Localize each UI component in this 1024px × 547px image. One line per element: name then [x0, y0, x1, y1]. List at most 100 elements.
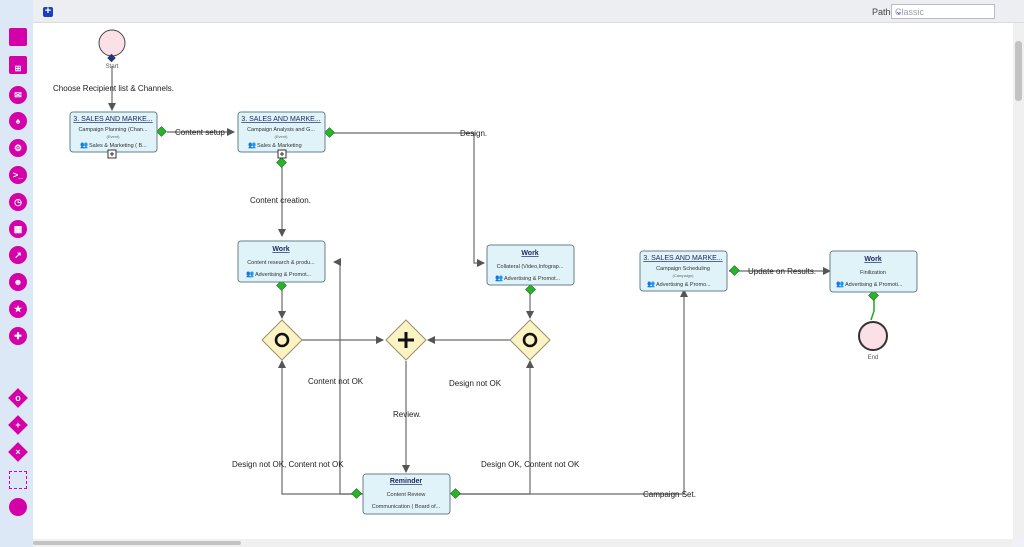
handle-t4 — [525, 284, 536, 295]
flow-t6-to-end — [870, 295, 875, 321]
flow-label: Content not OK — [308, 377, 364, 386]
task-owner: Advertising & Promot... — [255, 272, 312, 278]
task-owner: Advertising & Promot... — [504, 276, 561, 282]
task-subtitle: Campaign Planning (Chan... — [78, 127, 148, 133]
handle-start — [107, 53, 116, 63]
document-add-icon[interactable]: ✚ — [9, 327, 27, 345]
handle-t2-bottom — [276, 157, 287, 168]
robot-icon[interactable]: ☻ — [9, 273, 27, 291]
flow-label: Content setup — [175, 128, 225, 137]
flow-label: Campaign Set. — [643, 490, 696, 499]
terminal-icon[interactable]: >_ — [9, 166, 27, 184]
paths-select[interactable]: Classic ⌄ — [891, 4, 995, 19]
handle-t3 — [276, 280, 287, 291]
people-icon: 👥 — [80, 142, 88, 149]
paths-label: Paths — [872, 7, 896, 17]
start-event-label: Start — [106, 64, 119, 70]
gateway-cancel-icon[interactable]: × — [8, 442, 28, 462]
task-campaign-analysis[interactable]: 3. SALES AND MARKE... Campaign Analysis … — [237, 111, 326, 159]
task-subtitle: Collateral (Video,Infograp... — [497, 264, 564, 270]
gateway-exclusive-left[interactable] — [261, 319, 303, 361]
task-subtitle: Content Review — [387, 492, 426, 498]
task-shape-icon[interactable] — [9, 28, 27, 46]
handle-t2 — [324, 127, 335, 138]
gateway-parallel-icon[interactable]: + — [8, 415, 28, 435]
task-title: Work — [272, 246, 289, 253]
task-title: 3. SALES AND MARKE... — [73, 116, 152, 123]
person-gear-icon[interactable]: ★ — [9, 300, 27, 318]
handle-t6 — [868, 290, 879, 301]
end-event-label: End — [868, 355, 879, 361]
task-kind: (Event) — [275, 134, 289, 139]
end-event-icon[interactable] — [9, 498, 27, 516]
bag-icon[interactable]: ▦ — [9, 220, 27, 238]
task-title: Reminder — [390, 478, 423, 485]
export-icon[interactable]: ↗ — [9, 246, 27, 264]
gateway-exclusive-right[interactable] — [509, 319, 551, 361]
task-content-research[interactable]: Work Content research & produ... 👥 Adver… — [237, 240, 326, 283]
task-content-review[interactable]: Reminder Content Review Communication ( … — [362, 473, 451, 515]
chevron-down-icon: ⌄ — [895, 6, 903, 16]
horizontal-scroll-thumb[interactable] — [33, 541, 241, 545]
flow-label: Content creation. — [250, 196, 311, 205]
end-event[interactable] — [858, 321, 888, 351]
plus-square-icon[interactable]: + — [43, 5, 53, 17]
handle-t7-right — [450, 488, 461, 499]
handle-t7-left — [351, 488, 362, 499]
flow-t7-to-gw1 — [278, 360, 363, 495]
horizontal-scrollbar[interactable] — [33, 539, 1013, 547]
task-campaign-scheduling[interactable]: 3. SALES AND MARKE... Campaign Schedulin… — [639, 250, 728, 292]
flow-label: Design OK, Content not OK — [481, 460, 580, 469]
flow-label: Design not OK — [449, 379, 502, 388]
timer-icon[interactable]: ◷ — [9, 193, 27, 211]
vertical-scroll-thumb[interactable] — [1015, 41, 1022, 101]
task-title: 3. SALES AND MARKE... — [241, 116, 320, 123]
task-title: Work — [521, 250, 538, 257]
flow-t7-to-t5 — [451, 289, 688, 495]
task-owner: Sales & Marketing ( B... — [89, 143, 147, 149]
handle-t1 — [156, 126, 167, 137]
selection-icon[interactable] — [9, 471, 27, 489]
gateway-exclusive-icon[interactable]: o — [8, 388, 28, 408]
people-icon: 👥 — [647, 281, 655, 288]
vertical-scrollbar[interactable] — [1013, 23, 1024, 539]
task-subtitle: Finilization — [860, 270, 886, 276]
flow-label: Review. — [393, 410, 421, 419]
diagram-svg[interactable]: Start End 3. SALES AND MARKE... Campaign… — [33, 23, 1013, 539]
paths-select-value: Classic — [895, 7, 925, 17]
task-subtitle: Campaign Analysis and G... — [247, 127, 315, 133]
flow-label: Design not OK, Content not OK — [232, 460, 344, 469]
flow-label: Choose Recipient list & Channels. — [53, 84, 174, 93]
flow-label: Design. — [460, 129, 487, 138]
task-subtitle: Campaign Scheduling — [656, 266, 710, 272]
task-subtitle: Content research & produ... — [247, 260, 315, 266]
people-icon: 👥 — [248, 142, 256, 149]
gateway-parallel-center[interactable] — [385, 319, 427, 361]
toolbar-corner — [0, 0, 33, 22]
task-title: 3. SALES AND MARKE... — [643, 255, 722, 262]
process-canvas[interactable]: Start End 3. SALES AND MARKE... Campaign… — [33, 23, 1013, 539]
task-owner: Communication ( Board of... — [372, 504, 441, 510]
shape-palette: ⊞ ✉ ♠ ⚙ >_ ◷ ▦ ↗ ☻ ★ ✚ o + × — [0, 22, 33, 547]
handle-t5 — [729, 265, 740, 276]
task-owner: Advertising & Promo... — [656, 282, 711, 288]
subprocess-shape-icon[interactable]: ⊞ — [9, 56, 27, 74]
gears-icon[interactable]: ⚙ — [9, 139, 27, 157]
task-kind: (Event) — [107, 134, 121, 139]
bell-icon[interactable]: ♠ — [9, 112, 27, 130]
people-icon: 👥 — [495, 275, 503, 282]
task-collateral[interactable]: Work Collateral (Video,Infograp... 👥 Adv… — [486, 244, 575, 286]
people-icon: 👥 — [246, 271, 254, 278]
flow-label: Update on Results. — [748, 267, 816, 276]
task-owner: Sales & Marketing — [257, 143, 302, 149]
flow-t7-to-t3 — [333, 258, 363, 495]
email-icon[interactable]: ✉ — [9, 86, 27, 104]
task-kind: (Campaign) — [673, 273, 695, 278]
start-event[interactable] — [98, 29, 126, 57]
task-title: Work — [864, 256, 881, 263]
people-icon: 👥 — [836, 281, 844, 288]
task-campaign-planning[interactable]: 3. SALES AND MARKE... Campaign Planning … — [69, 111, 158, 159]
task-owner: Advertising & Promoti... — [845, 282, 903, 288]
top-toolbar: + Paths Classic ⌄ — [0, 0, 1024, 23]
task-finilization[interactable]: Work Finilization 👥 Advertising & Promot… — [829, 250, 918, 293]
